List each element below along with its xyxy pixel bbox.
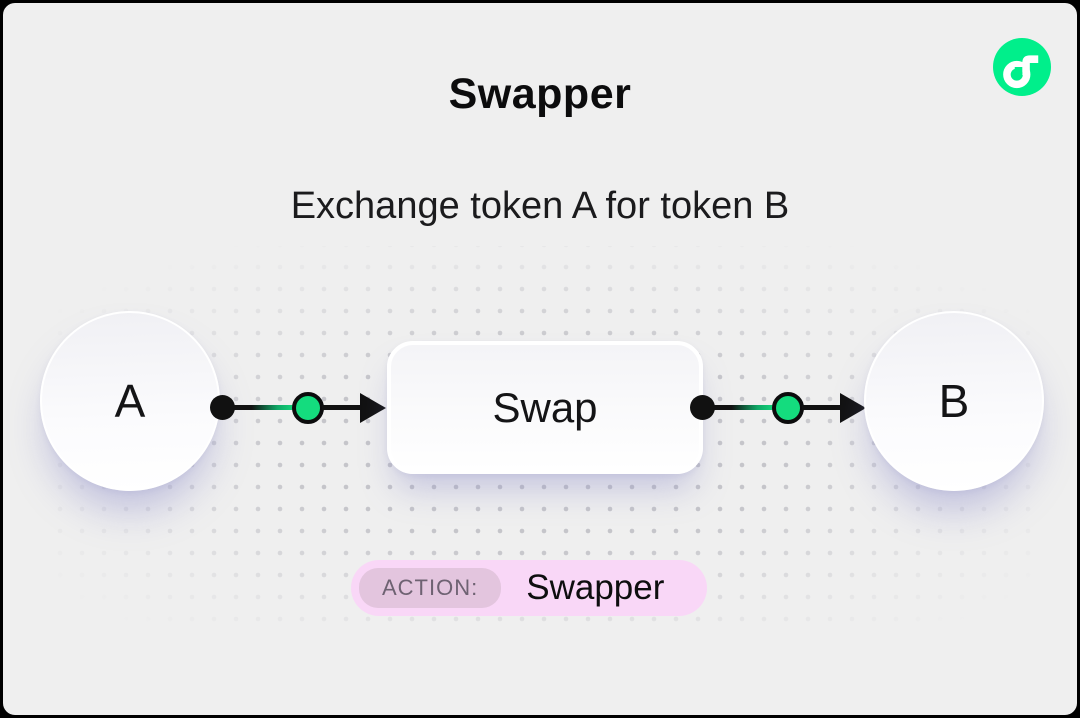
token-b-node: B: [864, 311, 1044, 491]
edge-line: [222, 405, 296, 410]
flow-logo-icon: [993, 38, 1051, 96]
swap-action-node: Swap: [387, 341, 703, 474]
page-subtitle: Exchange token A for token B: [290, 185, 790, 227]
arrowhead-icon: [840, 392, 866, 423]
edge-capability-dot: [772, 391, 804, 424]
edge-line: [322, 405, 364, 410]
action-badge-value: Swapper: [526, 568, 665, 607]
edge-a-to-swap: [210, 385, 386, 430]
edge-swap-to-b: [690, 385, 866, 430]
arrowhead-icon: [360, 392, 386, 423]
page-title: Swapper: [448, 70, 632, 118]
token-a-node: A: [40, 311, 220, 491]
edge-capability-dot: [292, 391, 324, 424]
swap-label: Swap: [492, 383, 598, 431]
token-a-label: A: [114, 375, 146, 427]
action-badge: ACTION: Swapper: [351, 560, 707, 616]
edge-line: [802, 405, 844, 410]
edge-line: [702, 405, 776, 410]
token-b-label: B: [938, 375, 970, 427]
action-badge-label: ACTION:: [359, 568, 502, 608]
